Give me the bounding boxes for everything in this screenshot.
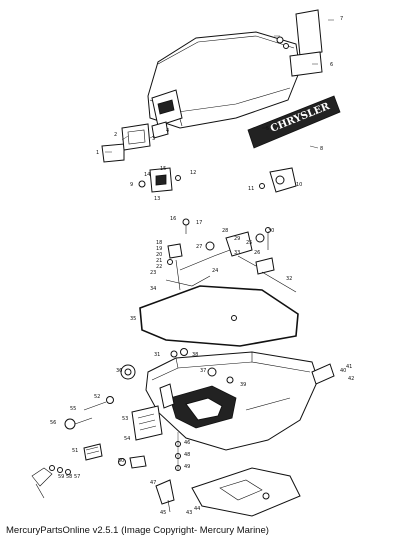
callout-14: 14	[144, 172, 150, 178]
callout-3: 3	[152, 136, 155, 142]
callout-9: 9	[130, 182, 133, 188]
callout-41: 41	[346, 364, 352, 370]
mount-plate	[131, 405, 163, 441]
callout-42: 42	[348, 376, 354, 382]
callout-1: 1	[96, 150, 99, 156]
callout-16: 16	[170, 216, 176, 222]
callout-45: 45	[160, 510, 166, 516]
callout-18: 18	[156, 240, 162, 246]
callout-17: 17	[196, 220, 202, 226]
callout-8: 8	[320, 146, 323, 152]
callout-12: 12	[190, 170, 196, 176]
callout-48: 48	[184, 452, 190, 458]
latch-assembly	[138, 167, 181, 193]
callout-15: 15	[160, 166, 166, 172]
callout-37: 37	[200, 368, 206, 374]
callout-25: 25	[246, 240, 252, 246]
latch-screw	[276, 36, 284, 44]
callout-52: 52	[94, 394, 100, 400]
callout-55: 55	[70, 406, 76, 412]
bottom-cowl-gasket	[139, 285, 299, 347]
callout-56: 56	[50, 420, 56, 426]
callout-54: 54	[124, 436, 130, 442]
callout-46: 46	[184, 440, 190, 446]
callout-30: 30	[268, 228, 274, 234]
callout-44: 44	[194, 506, 200, 512]
bottom-cover-plate	[191, 467, 301, 517]
callout-49: 49	[184, 464, 190, 470]
callout-51: 51	[72, 448, 78, 454]
latch-washer	[283, 43, 289, 49]
callout-38: 38	[192, 352, 198, 358]
cowl-pad	[295, 9, 323, 57]
callout-35: 35	[130, 316, 136, 322]
front-latch-plate	[101, 143, 125, 163]
callout-5: 5	[266, 126, 269, 132]
callout-27: 27	[196, 244, 202, 250]
callout-2: 2	[114, 132, 117, 138]
callout-43: 43	[186, 510, 192, 516]
callout-7: 7	[340, 16, 343, 22]
callout-26: 26	[254, 250, 260, 256]
callout-50: 50	[118, 458, 124, 464]
callout-24: 24	[212, 268, 218, 274]
callout-29: 29	[234, 236, 240, 242]
callout-34: 34	[150, 286, 156, 292]
callout-36: 36	[116, 368, 122, 374]
rear-latch-bracket	[289, 51, 323, 77]
callout-22: 22	[156, 264, 162, 270]
callout-21: 21	[156, 258, 162, 264]
callout-33: 33	[234, 250, 240, 256]
callout-53: 53	[122, 416, 128, 422]
callout-58: 58	[66, 474, 72, 480]
side-plate	[311, 363, 335, 385]
callout-28: 28	[222, 228, 228, 234]
shift-linkage	[165, 218, 297, 293]
callout-39: 39	[240, 382, 246, 388]
callout-57: 57	[74, 474, 80, 480]
callout-19: 19	[156, 246, 162, 252]
callout-6: 6	[330, 62, 333, 68]
callout-47: 47	[150, 480, 156, 486]
callout-4: 4	[166, 128, 169, 134]
callout-32: 32	[286, 276, 292, 282]
callout-23: 23	[150, 270, 156, 276]
bottom-cowl[interactable]	[145, 351, 319, 451]
cable-clamp	[83, 443, 103, 461]
copyright-footer: MercuryPartsOnline v2.5.1 (Image Copyrig…	[6, 525, 269, 536]
callout-11: 11	[248, 186, 254, 192]
callout-31: 31	[154, 352, 160, 358]
callout-40: 40	[340, 368, 346, 374]
callout-13: 13	[154, 196, 160, 202]
top-cowl[interactable]	[147, 31, 301, 129]
callout-20: 20	[156, 252, 162, 258]
callout-10: 10	[296, 182, 302, 188]
latch-handle	[151, 121, 169, 139]
callout-59: 59	[58, 474, 64, 480]
